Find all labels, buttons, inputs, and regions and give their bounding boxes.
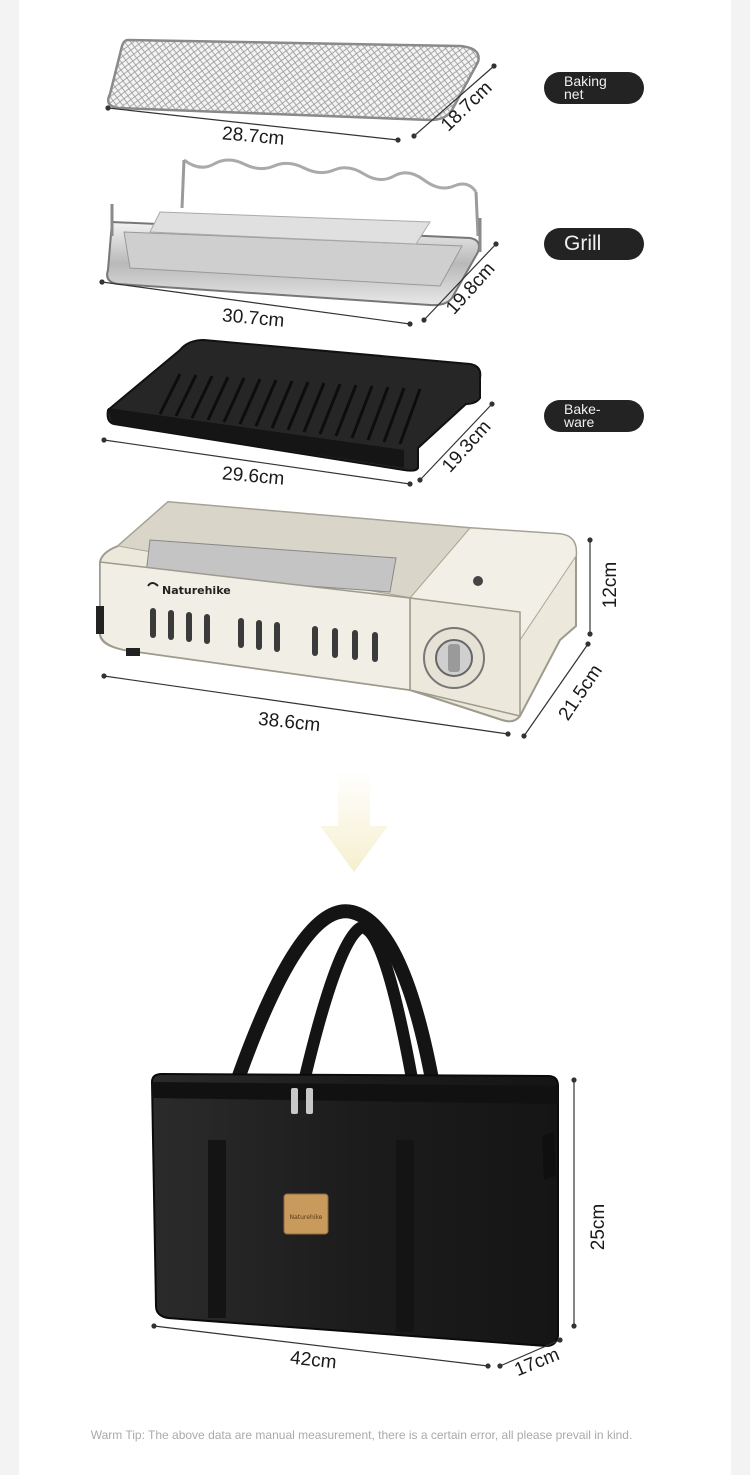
grill-dimension-lines bbox=[99, 241, 499, 327]
grill-pill: Grill bbox=[544, 228, 644, 260]
bakeware-pill-line1: Bake- bbox=[564, 401, 601, 417]
grill-pill-label: Grill bbox=[564, 232, 602, 255]
grill-tray bbox=[106, 158, 482, 307]
bakeware-plate bbox=[106, 338, 482, 472]
bakeware-pill-line2: ware bbox=[564, 414, 595, 430]
bag-dimension-lines bbox=[151, 1077, 577, 1369]
stove-height-label: 12cm bbox=[600, 561, 622, 609]
baking-net-pill-line2: net bbox=[564, 86, 584, 102]
baking-net bbox=[107, 38, 480, 122]
bag-brand-tag-text: Naturehike bbox=[290, 1214, 323, 1221]
bag-width-label: 42cm bbox=[289, 1347, 338, 1374]
stove-dimension-lines bbox=[101, 537, 593, 739]
bakeware-dimension-lines bbox=[101, 401, 495, 487]
baking-net-pill-line1: Baking bbox=[564, 73, 607, 89]
bag-height-label: 25cm bbox=[588, 1203, 610, 1251]
storage-bag: Naturehike bbox=[150, 904, 559, 1348]
net-dimension-lines bbox=[105, 63, 497, 143]
gas-stove bbox=[96, 500, 578, 723]
baking-net-pill: Baking net bbox=[544, 72, 644, 104]
bakeware-pill: Bake- ware bbox=[544, 400, 644, 432]
warm-tip-text: Warm Tip: The above data are manual meas… bbox=[90, 1428, 633, 1442]
down-arrow-icon bbox=[320, 770, 388, 872]
stove-brand-text: Naturehike bbox=[162, 584, 231, 597]
